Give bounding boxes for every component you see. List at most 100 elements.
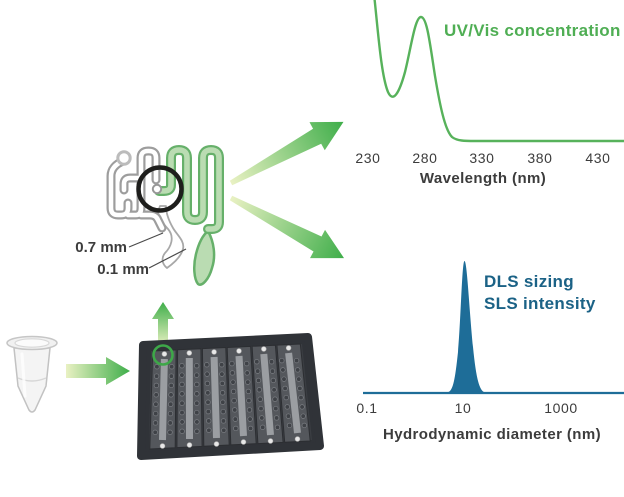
dls-tick-0-1: 0.1 <box>356 400 378 416</box>
dls-peak <box>447 261 485 393</box>
plate-well <box>254 359 260 365</box>
plate-wells <box>152 345 307 449</box>
plate-well <box>153 392 159 398</box>
strip-mount-hole <box>186 442 193 448</box>
strip-mount-hole <box>211 349 217 355</box>
uv-tick-380: 380 <box>527 150 553 166</box>
plate-well <box>206 418 212 424</box>
plate-well <box>299 404 305 410</box>
plate-well <box>153 373 160 379</box>
callout-line-01mm <box>148 248 187 269</box>
plate-well <box>219 362 225 368</box>
plate-well <box>206 427 212 433</box>
plate-well <box>256 387 262 393</box>
plate-well <box>279 357 285 364</box>
plate-well <box>246 397 252 404</box>
plate-well <box>257 396 263 402</box>
plate-well <box>280 367 286 373</box>
plate-well <box>168 373 175 379</box>
plate-well <box>273 405 279 412</box>
plate-well <box>179 391 185 397</box>
plate-well <box>286 422 293 429</box>
plate-well <box>220 418 227 424</box>
plate-well <box>232 416 238 422</box>
microfluidic-chip <box>106 145 224 286</box>
chip-junction-highlight-circle <box>136 165 184 213</box>
plate-well <box>152 429 158 435</box>
plate-well <box>179 363 185 369</box>
plate-well <box>300 413 306 419</box>
plate-well <box>268 359 275 365</box>
plate-well <box>229 370 236 376</box>
plate-well <box>245 388 252 395</box>
plate-well <box>204 371 210 377</box>
plate-well <box>232 407 238 413</box>
plate-well <box>282 385 288 392</box>
strip-mount-hole <box>213 441 220 447</box>
plate-well <box>230 388 237 395</box>
plate-well <box>281 376 287 382</box>
plate-well <box>259 415 265 421</box>
strip-mount-hole <box>267 438 274 444</box>
plate-well <box>247 425 254 432</box>
strip-mount-hole <box>261 346 267 352</box>
plate-well <box>219 380 225 387</box>
plate-well <box>204 362 210 368</box>
plate-well <box>194 419 200 425</box>
plate-well <box>168 401 174 407</box>
plate-well <box>154 364 160 370</box>
plate-well <box>219 371 225 377</box>
plate-well <box>205 390 211 396</box>
chip-inlet-port <box>116 150 132 166</box>
plate-well <box>271 387 277 393</box>
plate-well <box>231 397 237 404</box>
plate-well <box>194 428 200 434</box>
strip-mount-hole <box>294 436 301 442</box>
dls-tick-10: 10 <box>454 400 472 416</box>
uv-tick-230: 230 <box>355 150 381 166</box>
plate-well <box>205 399 211 405</box>
plate-well <box>233 425 239 432</box>
plate-well <box>283 394 289 401</box>
arrow-plate-to-chip <box>152 302 174 346</box>
plate-well <box>247 416 253 422</box>
plate-well <box>296 376 302 382</box>
selected-well-ring <box>152 344 174 366</box>
plate-well <box>167 410 174 417</box>
strip-mount-hole <box>240 439 247 445</box>
sample-tube <box>6 335 58 413</box>
plate-well <box>245 379 251 385</box>
strip-mount-hole <box>186 350 193 356</box>
plate-well <box>293 357 300 364</box>
plate-well <box>298 394 304 401</box>
plate-well <box>260 424 266 430</box>
plate-well <box>295 367 301 373</box>
plate-well <box>153 401 159 407</box>
plate-well <box>179 372 185 378</box>
strip-mount-hole <box>161 351 168 357</box>
plate-well <box>273 415 280 421</box>
strip-mount-hole <box>285 345 292 351</box>
chip-label-0-1mm: 0.1 mm <box>97 261 149 278</box>
plate-well <box>297 385 303 392</box>
uv-vis-spectrum-curve <box>373 0 624 143</box>
chip-gray-channel <box>106 146 167 233</box>
chip-droplet-chamber <box>193 229 216 286</box>
well-plate <box>137 333 324 460</box>
plate-well <box>255 377 262 384</box>
dls-x-axis-label: Hydrodynamic diameter (nm) <box>383 426 601 443</box>
plate-well <box>272 396 278 402</box>
uv-tick-330: 330 <box>469 150 495 166</box>
arrow-chip-to-dls-chart <box>229 195 345 259</box>
chip-green-serpentine <box>154 145 224 234</box>
plate-well <box>274 424 281 430</box>
plate-well <box>194 372 200 378</box>
plate-well <box>168 392 174 398</box>
plate-well <box>258 405 264 412</box>
plate-well <box>204 380 211 387</box>
plate-well <box>246 407 253 413</box>
plate-well <box>219 390 226 396</box>
uv-tick-280: 280 <box>412 150 438 166</box>
